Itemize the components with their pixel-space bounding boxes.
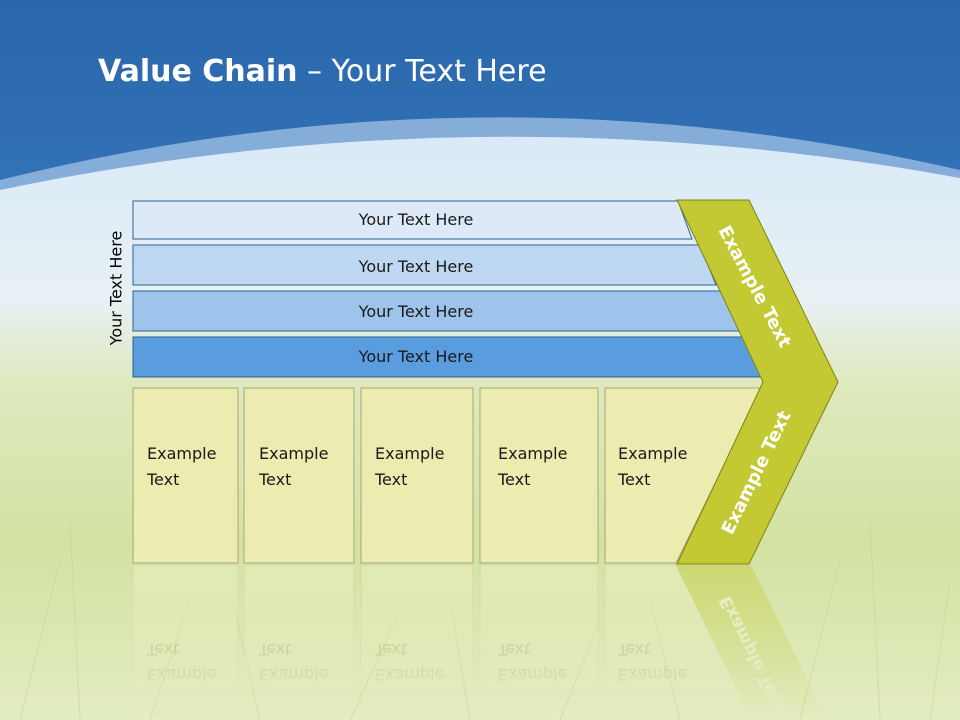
primary-box-label-line2: Text xyxy=(374,470,407,489)
primary-box-label-line2: Text xyxy=(497,470,530,489)
support-row: Your Text Here xyxy=(132,244,717,286)
svg-text:Text: Text xyxy=(258,640,291,659)
title-bold: Value Chain xyxy=(98,54,298,89)
primary-box: Example Text xyxy=(360,387,474,564)
primary-activities: Example Text Example Text Example Text E… xyxy=(132,387,763,564)
primary-box-label-line1: Example xyxy=(259,444,328,463)
support-row-label: Your Text Here xyxy=(358,302,474,321)
svg-text:Text: Text xyxy=(374,640,407,659)
support-activities: Your Text Here Your Text Here Your Text … xyxy=(132,200,764,378)
primary-box-label-line1: Example xyxy=(147,444,216,463)
reflection: Example Text Example Text Example Text Exam… xyxy=(132,564,828,720)
support-row: Your Text Here xyxy=(132,200,693,240)
primary-box: Example Text xyxy=(243,387,355,564)
primary-box-label-line2: Text xyxy=(258,470,291,489)
support-row-shape xyxy=(132,244,717,286)
primary-box-shape xyxy=(360,387,474,564)
primary-box: Example Text xyxy=(479,387,599,564)
svg-text:Example: Example xyxy=(147,665,216,684)
primary-box-label-line1: Example xyxy=(498,444,567,463)
primary-box-shape xyxy=(479,387,599,564)
primary-box-shape xyxy=(132,387,239,564)
svg-text:Text: Text xyxy=(146,640,179,659)
support-axis-label: Your Text Here xyxy=(106,230,126,346)
svg-text:Example: Example xyxy=(618,665,687,684)
svg-text:Example: Example xyxy=(259,665,328,684)
support-row-shape xyxy=(132,200,693,240)
primary-box-label-line2: Text xyxy=(617,470,650,489)
page-title: Value Chain – Your Text Here xyxy=(98,54,547,89)
primary-box-label-line2: Text xyxy=(146,470,179,489)
support-row-label: Your Text Here xyxy=(358,347,474,366)
svg-text:Example: Example xyxy=(498,665,567,684)
primary-box: Example Text xyxy=(604,387,763,564)
support-row: Your Text Here xyxy=(132,290,740,332)
support-row: Your Text Here xyxy=(132,336,764,378)
primary-box-label-line1: Example xyxy=(375,444,444,463)
svg-text:Text: Text xyxy=(497,640,530,659)
primary-box-label-line1: Example xyxy=(618,444,687,463)
title-rest: – Your Text Here xyxy=(297,54,547,89)
primary-box: Example Text xyxy=(132,387,239,564)
primary-box-shape xyxy=(604,387,763,564)
support-row-label: Your Text Here xyxy=(358,210,474,229)
svg-text:Example: Example xyxy=(375,665,444,684)
primary-box-shape xyxy=(243,387,355,564)
support-row-label: Your Text Here xyxy=(358,257,474,276)
margin-chevron-shape xyxy=(676,199,839,565)
svg-text:Text: Text xyxy=(617,640,650,659)
